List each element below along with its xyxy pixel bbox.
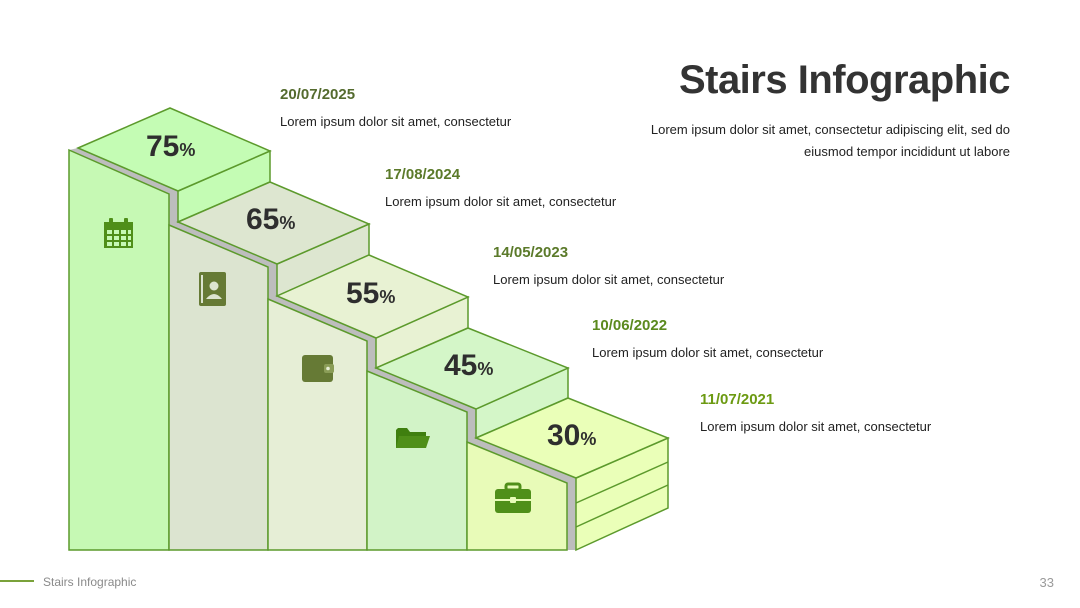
step-1-top — [76, 107, 272, 192]
step-3-top — [275, 254, 470, 339]
step-3-percent: 55% — [346, 277, 396, 310]
wallet-icon — [302, 355, 334, 382]
page-number: 33 — [1039, 575, 1054, 590]
step-2-date: 17/08/2024 — [385, 166, 461, 183]
page-subtitle: Lorem ipsum dolor sit amet, consectetur … — [650, 122, 1010, 159]
step-1-label: 20/07/2025 Lorem ipsum dolor sit amet, c… — [280, 86, 511, 130]
footer-label: Stairs Infographic — [43, 575, 137, 589]
step-2-top — [176, 181, 371, 265]
step-5-text: Lorem ipsum dolor sit amet, consectetur — [700, 419, 932, 434]
step-4-text: Lorem ipsum dolor sit amet, consectetur — [592, 345, 824, 360]
step-4-label: 10/06/2022 Lorem ipsum dolor sit amet, c… — [592, 317, 823, 361]
step-1-front — [68, 148, 170, 551]
step-1-date: 20/07/2025 — [280, 86, 356, 103]
step-2-label: 17/08/2024 Lorem ipsum dolor sit amet, c… — [385, 166, 616, 210]
footer-accent-line — [0, 580, 34, 582]
step-5-side-line — [575, 484, 669, 528]
page-title: Stairs Infographic — [678, 58, 1011, 102]
step-5-label: 11/07/2021 Lorem ipsum dolor sit amet, c… — [700, 391, 931, 435]
calendar-icon — [104, 218, 133, 248]
step-5-side-line — [575, 461, 669, 504]
contact-book-icon — [199, 272, 226, 306]
step-1-text: Lorem ipsum dolor sit amet, consectetur — [280, 114, 512, 129]
step-2-text: Lorem ipsum dolor sit amet, consectetur — [385, 194, 617, 209]
step-5-date: 11/07/2021 — [700, 391, 775, 408]
step-3-text: Lorem ipsum dolor sit amet, consectetur — [493, 272, 725, 287]
step-4-date: 10/06/2022 — [592, 317, 668, 334]
step-3-date: 14/05/2023 — [493, 244, 569, 261]
step-4-top — [374, 327, 570, 410]
folder-icon — [396, 428, 430, 448]
step-3-label: 14/05/2023 Lorem ipsum dolor sit amet, c… — [493, 244, 724, 288]
step-1-percent: 75% — [146, 130, 196, 163]
step-4-percent: 45% — [444, 349, 494, 382]
step-3-front — [267, 297, 368, 551]
step-5-percent: 30% — [547, 419, 597, 452]
briefcase-icon — [495, 482, 531, 513]
step-2-percent: 65% — [246, 203, 296, 236]
step-5-top — [474, 397, 670, 479]
